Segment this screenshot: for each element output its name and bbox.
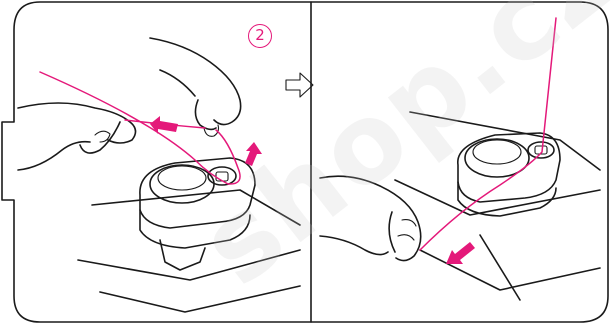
step-number-badge: 2 <box>248 24 272 48</box>
right-hand-finger <box>398 220 416 240</box>
left-arrow-up <box>245 142 262 166</box>
figure-frame <box>2 2 608 322</box>
left-machine-lower-edge <box>100 286 300 312</box>
left-bobbin-top <box>158 166 206 190</box>
left-thread <box>40 72 240 184</box>
right-arrow-pull <box>446 242 475 264</box>
right-bobbin-top <box>473 140 521 164</box>
left-machine-front-edge <box>78 250 300 280</box>
right-machine-front-edge <box>395 180 600 215</box>
transition-arrow-icon <box>286 73 313 97</box>
left-tension-post <box>208 167 236 185</box>
right-tension-post <box>528 142 554 158</box>
left-hand-1 <box>18 103 136 170</box>
right-panel <box>320 18 600 300</box>
left-tension-slot <box>216 172 228 181</box>
left-machine-top-edge <box>92 190 300 225</box>
left-arrow-pull <box>150 116 178 134</box>
right-winder-housing <box>458 133 560 202</box>
left-hand-2 <box>150 38 241 129</box>
left-bobbin <box>150 165 214 203</box>
left-winder-side <box>140 210 250 248</box>
right-hand <box>320 176 421 260</box>
left-winder-bracket <box>160 240 205 270</box>
left-panel <box>18 38 300 312</box>
